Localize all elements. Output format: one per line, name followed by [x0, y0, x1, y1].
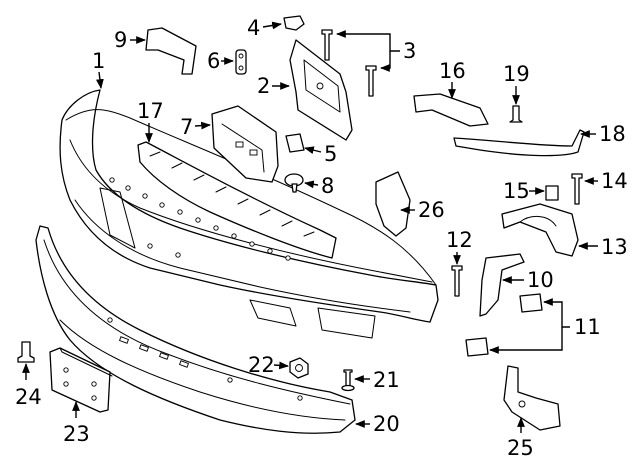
- callout-11: 11: [574, 315, 601, 339]
- part-25-lower-bracket[interactable]: [503, 365, 561, 431]
- callout-16: 16: [439, 59, 466, 83]
- part-19-bolt[interactable]: [509, 105, 523, 123]
- callout-1: 1: [92, 49, 105, 73]
- callout-9: 9: [114, 28, 127, 52]
- callout-6: 6: [207, 49, 220, 73]
- callout-22: 22: [248, 353, 275, 377]
- part-6-bracket[interactable]: [235, 49, 247, 75]
- part-2-mounting-bracket[interactable]: [289, 39, 353, 141]
- part-15-clip[interactable]: [545, 185, 559, 201]
- callout-25: 25: [507, 436, 534, 460]
- callout-15: 15: [503, 179, 530, 203]
- callout-10: 10: [527, 268, 554, 292]
- part-12-bolt[interactable]: [451, 265, 463, 297]
- callout-17: 17: [137, 99, 164, 123]
- callout-4: 4: [247, 16, 260, 40]
- callout-12: 12: [446, 228, 473, 252]
- bumper-holes: [109, 177, 291, 261]
- part-3-bolts[interactable]: [321, 29, 377, 97]
- valance-slots: [107, 317, 303, 401]
- part-4-clip[interactable]: [283, 15, 305, 31]
- part-9-bracket[interactable]: [145, 27, 197, 75]
- part-18-rail[interactable]: [453, 129, 585, 157]
- callout-18: 18: [599, 122, 626, 146]
- callout-26: 26: [418, 198, 445, 222]
- callout-19: 19: [503, 62, 530, 86]
- callout-3: 3: [403, 39, 416, 63]
- part-11-clips[interactable]: [465, 293, 543, 357]
- part-26-air-deflector[interactable]: [375, 171, 411, 237]
- part-22-nut[interactable]: [289, 357, 309, 379]
- callout-7: 7: [180, 115, 193, 139]
- part-24-bolt[interactable]: [17, 341, 35, 363]
- part-14-bolt[interactable]: [571, 173, 583, 205]
- callouts: 1 2 3 4 5 6 7 8 9 10 11 12 13 14 15 16: [15, 16, 628, 460]
- callout-5: 5: [324, 142, 337, 166]
- callout-20: 20: [373, 412, 400, 436]
- callout-21: 21: [373, 368, 400, 392]
- callout-2: 2: [257, 74, 270, 98]
- part-21-bolt[interactable]: [341, 369, 355, 392]
- callout-23: 23: [63, 422, 90, 446]
- callout-14: 14: [601, 169, 628, 193]
- callout-13: 13: [601, 235, 628, 259]
- part-1-bumper-bar[interactable]: [59, 89, 439, 339]
- callout-24: 24: [15, 385, 42, 409]
- part-10-bracket[interactable]: [479, 253, 525, 317]
- part-5-clip[interactable]: [285, 133, 305, 153]
- part-16-bracket[interactable]: [413, 93, 489, 127]
- part-7-reinforcement[interactable]: [211, 105, 279, 183]
- callout-8: 8: [321, 174, 334, 198]
- part-23-plate-bracket[interactable]: [49, 347, 113, 413]
- part-13-side-bracket[interactable]: [501, 203, 579, 257]
- part-8-push-pin[interactable]: [284, 173, 304, 193]
- part-20-lower-valance[interactable]: [35, 225, 356, 434]
- part-17-deflector-strip[interactable]: [137, 141, 337, 259]
